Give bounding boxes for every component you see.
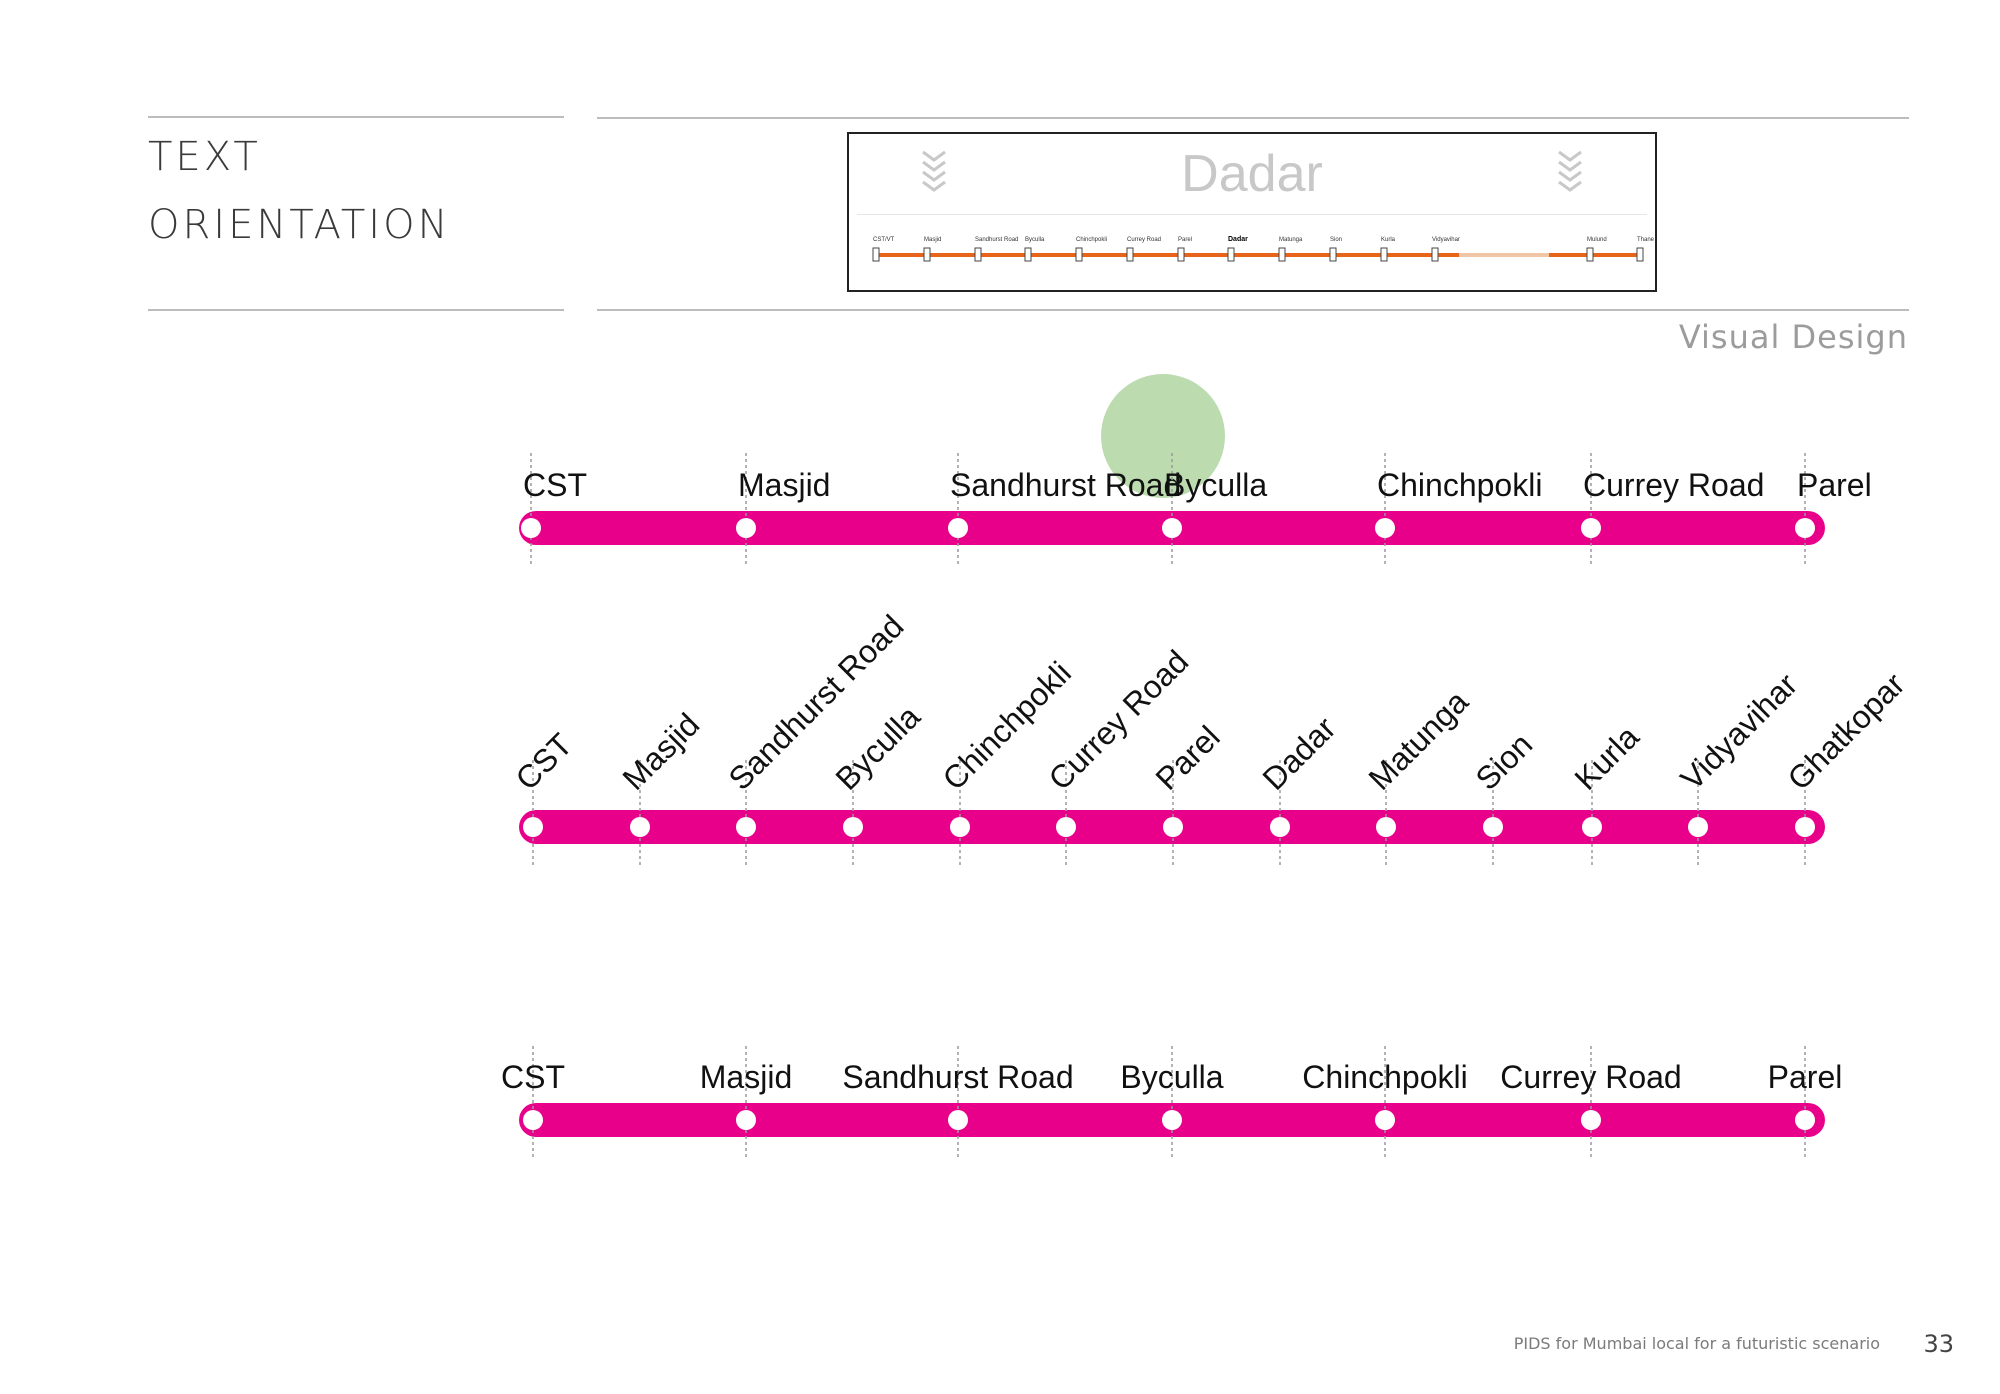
section-category: Visual Design (1678, 318, 1908, 356)
header-rule-left-top (148, 116, 564, 118)
station-dot (1688, 817, 1708, 837)
station-dot (521, 518, 541, 538)
thumb-station-label: Matunga (1279, 237, 1303, 243)
station-label: Parel (1148, 719, 1226, 797)
station-dot (843, 817, 863, 837)
thumb-current-station: Dadar (1181, 145, 1323, 203)
page-number: 33 (1923, 1330, 1954, 1358)
thumb-station-marker (872, 247, 880, 262)
station-dot (1582, 817, 1602, 837)
station-dot (1162, 1110, 1182, 1130)
station-label: Kurla (1567, 719, 1645, 797)
thumb-station-label: Mulund (1587, 237, 1607, 243)
station-dot (1795, 518, 1815, 538)
station-dot (950, 817, 970, 837)
station-label: Chinchpokli (1302, 1059, 1467, 1095)
header-rule-right-top (597, 117, 1909, 119)
chevron-down-icon (1558, 150, 1582, 192)
thumb-station-label: Byculla (1025, 237, 1045, 243)
station-label: Dadar (1255, 710, 1342, 797)
thumb-station-marker (1227, 247, 1235, 262)
thumb-station-marker (923, 247, 931, 262)
station-label: Sandhurst Road (842, 1059, 1073, 1095)
thumb-station-label: Chinchpokli (1076, 237, 1107, 243)
station-dot (736, 518, 756, 538)
thumb-station-marker (1177, 247, 1185, 262)
station-dot (1162, 518, 1182, 538)
thumb-station-marker (974, 247, 982, 262)
thumb-station-label: Vidyavihar (1432, 237, 1460, 243)
station-label: CST (501, 1059, 565, 1095)
station-dot (948, 518, 968, 538)
station-label: Parel (1797, 467, 1872, 503)
thumb-station-label: CST/VT (873, 237, 895, 243)
station-label: Sion (1468, 726, 1539, 797)
station-dot (523, 1110, 543, 1130)
station-label: Byculla (828, 698, 927, 797)
thumb-line-diagram: CST/VT Masjid Sandhurst Road Byculla Chinchp… (872, 236, 1655, 262)
header-rule-left-bottom (148, 309, 564, 311)
station-label: Matunga (1361, 683, 1475, 797)
header-rule-right-bottom (597, 309, 1909, 311)
station-dot (1795, 817, 1815, 837)
station-label: Vidyavihar (1673, 666, 1804, 797)
station-label: Masjid (738, 467, 830, 503)
station-dot (1270, 817, 1290, 837)
chevron-down-icon (922, 150, 946, 192)
station-dot (523, 817, 543, 837)
thumb-station-label: Currey Road (1127, 237, 1161, 243)
station-dot (1581, 1110, 1601, 1130)
station-dot (1795, 1110, 1815, 1130)
thumb-station-label: Dadar (1228, 236, 1248, 243)
thumb-station-marker (1329, 247, 1337, 262)
station-label: Parel (1768, 1059, 1843, 1095)
station-label: Ghatkopar (1780, 666, 1911, 797)
section-title-line1: TEXT (148, 134, 261, 180)
thumb-divider (857, 214, 1647, 215)
thumb-station-label: Kurla (1381, 237, 1396, 243)
station-label: Byculla (1120, 1059, 1223, 1095)
thumb-station-label: Sandhurst Road (975, 237, 1018, 243)
thumb-station-label: Thane (1637, 237, 1655, 243)
station-dot (1375, 518, 1395, 538)
section-title-line2: ORIENTATION (148, 202, 451, 248)
station-dot (1163, 817, 1183, 837)
thumb-station-marker (1586, 247, 1594, 262)
station-label: CST (508, 726, 579, 797)
station-label: CST (523, 467, 587, 503)
station-label: Currey Road (1500, 1059, 1681, 1095)
thumb-station-marker (1024, 247, 1032, 262)
station-label: Sandhurst Road (950, 467, 1181, 503)
station-dot (1483, 817, 1503, 837)
station-label: Currey Road (1583, 467, 1764, 503)
thumb-station-marker (1278, 247, 1286, 262)
thumb-station-marker (1126, 247, 1134, 262)
footer-caption: PIDS for Mumbai local for a futuristic s… (1513, 1334, 1880, 1353)
station-label: Byculla (1164, 467, 1267, 503)
thumb-station-label: Masjid (924, 237, 941, 243)
station-label: Masjid (615, 706, 706, 797)
station-dot (736, 1110, 756, 1130)
station-dot (736, 817, 756, 837)
thumb-station-label: Parel (1178, 237, 1192, 243)
station-dot (1375, 1110, 1395, 1130)
highlight-dot (1101, 374, 1225, 498)
thumb-station-marker (1636, 247, 1644, 262)
thumb-station-marker (1075, 247, 1083, 262)
station-dot (630, 817, 650, 837)
station-label: Chinchpokli (1377, 467, 1542, 503)
station-dot (1581, 518, 1601, 538)
thumb-station-marker (1431, 247, 1439, 262)
station-dot (948, 1110, 968, 1130)
station-dot (1056, 817, 1076, 837)
station-label: Masjid (700, 1059, 792, 1095)
station-dot (1376, 817, 1396, 837)
thumb-station-label: Sion (1330, 237, 1342, 243)
thumb-station-marker (1380, 247, 1388, 262)
